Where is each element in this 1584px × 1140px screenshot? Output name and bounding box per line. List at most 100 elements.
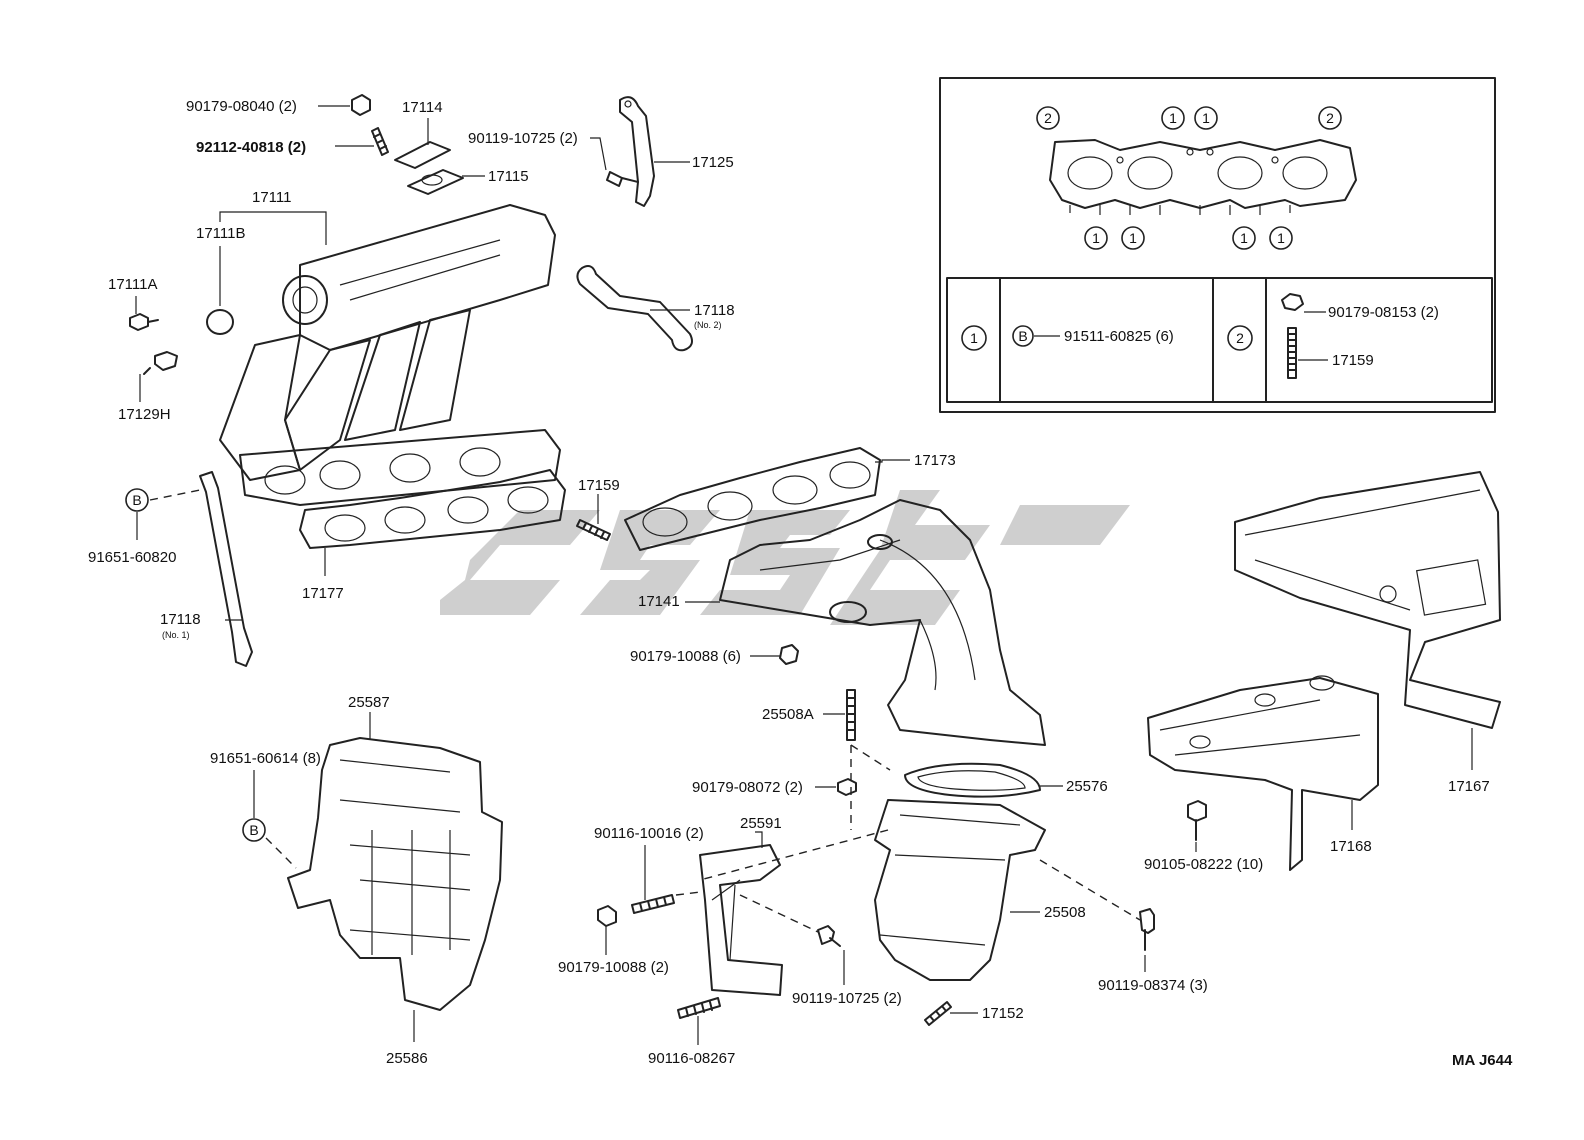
label-90119-10725-bottom: 90119-10725 (2) xyxy=(792,990,902,1007)
table-row1-marker: 1 xyxy=(961,325,987,351)
label-17111A: 17111A xyxy=(108,276,158,293)
label-92112-40818: 92112-40818 (2) xyxy=(196,139,306,156)
label-91651-60614: 91651-60614 (8) xyxy=(210,750,321,767)
table-row2-stud xyxy=(1287,327,1297,379)
nut-90179-08072 xyxy=(837,778,857,796)
inset-marker-1-e: 1 xyxy=(1232,226,1256,250)
label-90119-10725-top: 90119-10725 (2) xyxy=(468,130,578,147)
bracket-group: 25591 90116-10016 (2) 90179-10088 (2) 90… xyxy=(558,815,902,1067)
stud-90116-08267 xyxy=(677,997,721,1019)
stay-17118-no2 xyxy=(576,265,693,352)
catalytic-converter-25508 xyxy=(874,799,1046,981)
watermark-logo xyxy=(440,490,1130,625)
label-90179-08040: 90179-08040 (2) xyxy=(186,98,297,115)
label-91651-60820: 91651-60820 xyxy=(88,549,176,566)
nut-90179-10088-6 xyxy=(779,644,799,665)
label-17168: 17168 xyxy=(1330,838,1372,855)
gasket-25576 xyxy=(904,762,1041,798)
label-17118-no1: 17118 xyxy=(160,611,201,628)
label-17152: 17152 xyxy=(982,1005,1024,1022)
bolt-90119-10725-bottom xyxy=(817,925,841,947)
label-17125: 17125 xyxy=(692,154,734,171)
table-row2-marker: 2 xyxy=(1227,325,1253,351)
heat-insulator-17167 xyxy=(1234,471,1501,729)
label-90179-10088-6: 90179-10088 (6) xyxy=(630,648,741,665)
svg-text:2: 2 xyxy=(1236,330,1244,346)
callout-B-insulator: B xyxy=(242,818,266,842)
nut-90179-08040 xyxy=(351,94,371,116)
label-90119-08374: 90119-08374 (3) xyxy=(1098,977,1208,994)
label-17118-no2: 17118 xyxy=(694,302,735,319)
svg-text:1: 1 xyxy=(1202,110,1210,126)
inset-marker-1-c: 1 xyxy=(1084,226,1108,250)
stud-90116-10016 xyxy=(631,894,675,914)
label-17141: 17141 xyxy=(638,593,680,610)
svg-text:2: 2 xyxy=(1044,110,1052,126)
intake-manifold-17111 xyxy=(299,204,556,351)
runner-left xyxy=(219,334,301,481)
bolt-90105-08222 xyxy=(1187,800,1207,841)
label-90116-10016: 90116-10016 (2) xyxy=(594,825,704,842)
label-17177: 17177 xyxy=(302,585,344,602)
table-row1-part: 91511-60825 (6) xyxy=(1064,328,1174,345)
inset-gasket xyxy=(1049,139,1357,209)
gasket-17177 xyxy=(299,469,566,549)
svg-text:1: 1 xyxy=(970,330,978,346)
label-90116-08267: 90116-08267 xyxy=(648,1050,735,1067)
gasket-17115 xyxy=(407,169,464,195)
stud-17152 xyxy=(924,1001,952,1026)
bolt-17111A xyxy=(129,313,159,331)
intake-manifold-group: 90179-08040 (2) 92112-40818 (2) 17114 17… xyxy=(88,94,735,667)
right-insulator-group: 17167 17168 90105-08222 (10) xyxy=(1144,471,1501,873)
svg-text:1: 1 xyxy=(1129,230,1137,246)
svg-text:2: 2 xyxy=(1326,110,1334,126)
svg-text:1: 1 xyxy=(1240,230,1248,246)
manifold-flange xyxy=(239,429,561,506)
svg-text:B: B xyxy=(249,822,258,838)
heat-insulator-17168 xyxy=(1147,677,1379,871)
label-17118-no2-sub: (No. 2) xyxy=(694,320,722,330)
svg-text:1: 1 xyxy=(1092,230,1100,246)
gasket-17173 xyxy=(624,447,881,551)
svg-text:B: B xyxy=(132,492,141,508)
bolt-90119-08374 xyxy=(1139,908,1155,951)
label-17115: 17115 xyxy=(488,168,529,185)
exhaust-manifold-17141 xyxy=(719,499,1046,746)
heat-insulator-25587 xyxy=(287,737,503,1011)
gasket-17114 xyxy=(394,141,451,169)
label-25508: 25508 xyxy=(1044,904,1086,921)
label-17114: 17114 xyxy=(402,99,443,116)
inset-marker-1-d: 1 xyxy=(1121,226,1145,250)
inset-marker-2-right: 2 xyxy=(1318,106,1342,130)
stay-17118-no1 xyxy=(199,471,253,667)
label-25586: 25586 xyxy=(386,1050,428,1067)
heat-insulator-group: 25587 B 91651-60614 (8) 25586 xyxy=(210,694,503,1067)
label-90179-08072: 90179-08072 (2) xyxy=(692,779,803,796)
nut-90179-10088-2 xyxy=(597,905,617,927)
svg-text:1: 1 xyxy=(1277,230,1285,246)
inset-frame xyxy=(939,77,1496,413)
label-17167: 17167 xyxy=(1448,778,1490,795)
table-row2-part-a: 90179-08153 (2) xyxy=(1328,304,1439,321)
label-90105-08222: 90105-08222 (10) xyxy=(1144,856,1263,873)
runners xyxy=(284,309,471,471)
inset-box: 2 1 1 2 1 1 1 1 1 B 91511-60825 (6) 2 90… xyxy=(939,77,1496,413)
label-90179-10088-2: 90179-10088 (2) xyxy=(558,959,669,976)
inset-marker-1-a: 1 xyxy=(1161,106,1185,130)
table-row2-part-b: 17159 xyxy=(1332,352,1374,369)
svg-text:1: 1 xyxy=(1169,110,1177,126)
label-17118-no1-sub: (No. 1) xyxy=(162,630,190,640)
label-25591: 25591 xyxy=(740,815,782,832)
label-25576: 25576 xyxy=(1066,778,1108,795)
label-17111: 17111 xyxy=(252,189,292,206)
label-17111B: 17111B xyxy=(196,225,246,242)
inset-marker-2-left: 2 xyxy=(1036,106,1060,130)
svg-text:B: B xyxy=(1018,328,1027,344)
label-17129H: 17129H xyxy=(118,406,171,423)
bracket-25591 xyxy=(699,844,783,996)
sensor-17129H xyxy=(143,351,178,375)
plug-17111B xyxy=(206,309,234,335)
callout-B-left: B xyxy=(125,488,149,512)
